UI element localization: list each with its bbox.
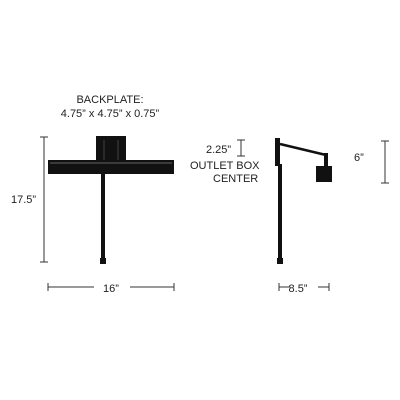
- side-view-dimensions: [237, 139, 389, 291]
- side-arm: [279, 142, 327, 157]
- front-plug: [100, 258, 106, 264]
- side-stem: [278, 164, 282, 260]
- side-depth-label: 8.5”: [288, 283, 308, 295]
- side-shade-head: [316, 166, 332, 182]
- outlet-box-label-line2: CENTER: [213, 173, 259, 185]
- front-height-label: 17.5”: [11, 194, 37, 206]
- backplate-title: BACKPLATE:: [76, 94, 144, 106]
- outlet-offset-label: 2.25”: [206, 144, 232, 156]
- side-backplate: [275, 138, 280, 166]
- front-view-dimensions: [40, 136, 175, 291]
- backplate-dimensions: 4.75” x 4.75” x 0.75”: [60, 108, 160, 120]
- front-width-label: 16”: [103, 283, 119, 295]
- front-shade-highlight: [50, 162, 172, 164]
- head-drop-label: 6”: [354, 152, 364, 164]
- side-plug: [277, 258, 283, 264]
- front-view-fixture: [48, 136, 174, 264]
- side-arm-joint: [324, 153, 328, 167]
- front-cord: [101, 174, 105, 260]
- side-view-fixture: [275, 138, 332, 264]
- outlet-box-label-line1: OUTLET BOX: [190, 160, 260, 172]
